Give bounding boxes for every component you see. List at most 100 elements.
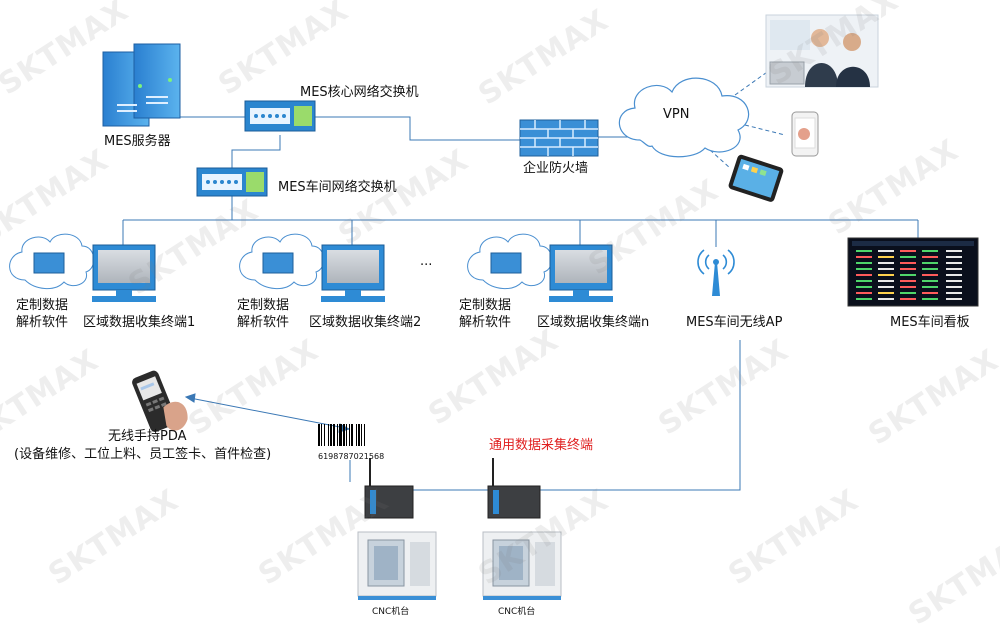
kanban-cell [946, 292, 962, 294]
firewall-icon [519, 119, 599, 157]
barcode-bar [324, 424, 325, 446]
parse-software-n-line2: 解析软件 [459, 315, 512, 330]
kanban-cell [922, 298, 938, 300]
kanban-board-icon [847, 237, 979, 307]
barcode-bar [333, 424, 335, 446]
kanban-cell [900, 298, 916, 300]
core-switch-label: MES核心网络交换机 [300, 85, 419, 100]
barcode-bar [356, 424, 357, 446]
vpn-label: VPN [663, 107, 690, 122]
kanban-cell [856, 280, 872, 282]
kanban-cell [946, 250, 962, 252]
kanban-cell [922, 274, 938, 276]
kanban-cell [878, 256, 894, 258]
barcode-bar [349, 424, 350, 446]
kanban-cell [856, 250, 872, 252]
parse-software-1-line1: 定制数据 [16, 298, 69, 313]
barcode-bar [361, 424, 362, 446]
kanban-cell [878, 274, 894, 276]
kanban-cell [878, 286, 894, 288]
vpn-dashed-lines [709, 69, 786, 169]
kanban-cell [922, 286, 938, 288]
barcode-icon [318, 424, 365, 446]
kanban-cell [900, 268, 916, 270]
kanban-cell [946, 262, 962, 264]
cnc-machine-2 [482, 531, 562, 600]
server-icon [102, 43, 181, 127]
cnc-1-label: CNC机台 [372, 607, 410, 617]
collector-device-2 [487, 458, 541, 519]
barcode-bar [328, 424, 329, 446]
line-ap-collector [413, 340, 741, 491]
kanban-cell [878, 250, 894, 252]
workstation-n [467, 233, 613, 302]
collector-label: 通用数据采集终端 [489, 438, 594, 453]
parse-software-n-line1: 定制数据 [459, 298, 512, 313]
barcode-bar [364, 424, 365, 446]
cnc-2-label: CNC机台 [498, 607, 536, 617]
barcode-bar [358, 424, 360, 446]
kanban-label: MES车间看板 [890, 315, 970, 330]
kanban-cell [856, 268, 872, 270]
kanban-cell [922, 256, 938, 258]
kanban-cell [946, 286, 962, 288]
barcode-bar [321, 424, 322, 446]
parse-software-2-line1: 定制数据 [237, 298, 290, 313]
barcode-bar [346, 424, 347, 446]
kanban-cell [856, 298, 872, 300]
barcode-bar [343, 424, 345, 446]
tablet-icon [728, 154, 784, 202]
parse-software-1-line2: 解析软件 [16, 315, 69, 330]
kanban-cell [946, 274, 962, 276]
workshop-switch-icon [196, 167, 268, 197]
wireless-ap-label: MES车间无线AP [686, 315, 783, 330]
mes-server-label: MES服务器 [104, 134, 171, 149]
kanban-cell [856, 274, 872, 276]
barcode-bar [337, 424, 338, 446]
kanban-cell [900, 292, 916, 294]
barcode-bar [339, 424, 342, 446]
kanban-cell [922, 292, 938, 294]
firewall-label: 企业防火墙 [523, 161, 589, 176]
kanban-cell [946, 298, 962, 300]
kanban-cell [922, 262, 938, 264]
kanban-cell [856, 256, 872, 258]
business-people-photo [765, 14, 879, 88]
kanban-cell [922, 268, 938, 270]
collector-device-1 [364, 458, 414, 519]
connection-lines [122, 100, 919, 491]
terminal-n-label: 区域数据收集终端n [537, 315, 650, 330]
pda-handheld-icon [132, 370, 188, 432]
kanban-cell [922, 250, 938, 252]
workstation-1 [9, 233, 156, 302]
vpn-cloud-icon [618, 77, 750, 158]
barcode-bar [351, 424, 353, 446]
kanban-cell [900, 274, 916, 276]
cnc-machine-1 [357, 531, 437, 600]
kanban-cell [856, 292, 872, 294]
kanban-cell [900, 280, 916, 282]
kanban-cell [900, 250, 916, 252]
pda-label-line2: (设备维修、工位上料、员工签卡、首件检查) [14, 447, 272, 462]
workshop-switch-label: MES车间网络交换机 [278, 180, 397, 195]
pda-label-line1: 无线手持PDA [108, 429, 187, 444]
kanban-cell [900, 262, 916, 264]
barcode-bar [330, 424, 332, 446]
kanban-cell [878, 298, 894, 300]
kanban-cell [878, 280, 894, 282]
phone-icon [791, 111, 819, 157]
line-core-firewall [315, 116, 520, 141]
terminal-1-label: 区域数据收集终端1 [83, 315, 196, 330]
kanban-cell [878, 268, 894, 270]
workstation-2 [239, 233, 385, 302]
kanban-cell [946, 268, 962, 270]
kanban-cell [922, 280, 938, 282]
line-core-workshop [231, 135, 281, 168]
core-switch-icon [244, 100, 316, 132]
kanban-cell [856, 286, 872, 288]
kanban-cell [946, 256, 962, 258]
barcode-number: 6198787021568 [318, 452, 385, 461]
ellipsis-label: ... [420, 254, 433, 269]
kanban-cell [878, 292, 894, 294]
